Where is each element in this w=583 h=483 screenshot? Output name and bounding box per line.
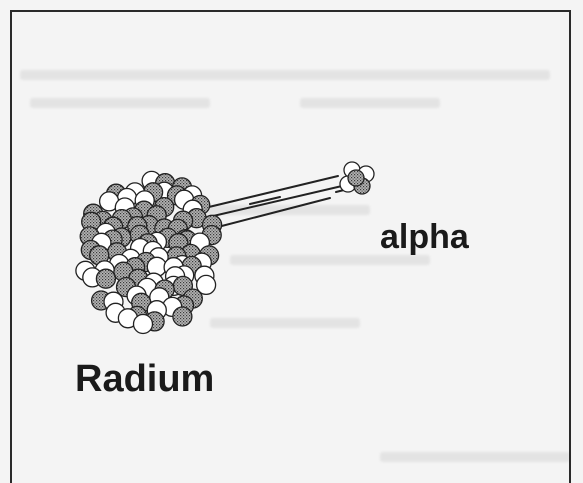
nucleon [173,307,192,326]
nucleon [96,269,115,288]
nucleon [134,315,153,334]
radium-nucleus [76,171,222,333]
alpha-label: alpha [380,218,469,257]
alpha-particle [340,162,374,194]
alpha-nucleon [348,170,364,186]
radium-label: Radium [75,358,214,401]
